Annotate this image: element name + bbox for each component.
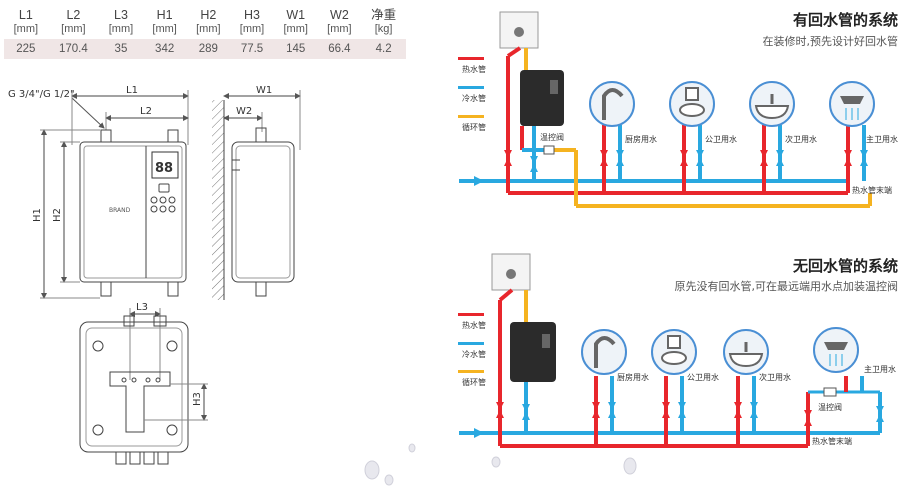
heater-unit-2 (510, 322, 556, 382)
spec-value: 145 (273, 39, 318, 59)
spec-header: L1 (18, 8, 33, 22)
system-without-return-pipe: 无回水管的系统 原先没有回水管,可在最远端用水点加装温控阀 热水管 冷水管 循环… (458, 253, 899, 448)
spec-unit: [mm] (61, 23, 86, 35)
kitchen-label-2: 厨房用水 (617, 372, 649, 382)
legend-hot-label: 热水管 (462, 64, 486, 74)
legend-hot-label-2: 热水管 (462, 320, 486, 330)
kitchen-faucet-icon (589, 81, 635, 127)
spec-unit: [mm] (327, 23, 352, 35)
spec-header: 净重 (371, 8, 397, 22)
sub-bath-label-1: 次卫用水 (785, 134, 817, 144)
wc-label-1: 公卫用水 (705, 134, 737, 144)
dim-l3: L3 (136, 302, 148, 313)
dim-l1: L1 (126, 85, 138, 96)
spec-header: H2 (200, 8, 217, 22)
spec-unit: [mm] (152, 23, 177, 35)
legend-circ-label: 循环管 (462, 122, 486, 132)
spec-unit-row: [mm] [mm] [mm] [mm] [mm] [mm] [mm] [mm] … (4, 22, 406, 39)
system-with-return-pipe: 有回水管的系统 在装修时,预先设计好回水管 热水管 冷水管 循环管 温控阀 (458, 11, 899, 208)
system2-title: 无回水管的系统 (792, 257, 898, 275)
main-bath-label-1: 主卫用水 (866, 134, 898, 144)
spec-value: 77.5 (230, 39, 274, 59)
dim-l2: L2 (140, 106, 152, 117)
spec-header-row: L1 L2 L3 H1 H2 H3 W1 W2 净重 (4, 8, 406, 22)
spec-value: 225 (4, 39, 48, 59)
main-bath-label-2: 主卫用水 (864, 364, 896, 374)
brand-logo-text: BRAND (109, 207, 131, 214)
legend-circ-label-2: 循环管 (462, 377, 486, 387)
side-view-drawing: W1 W2 (212, 85, 301, 300)
spec-table: L1 L2 L3 H1 H2 H3 W1 W2 净重 [mm] [mm] [mm… (4, 8, 406, 59)
pipe-end-label-2: 热水管末端 (812, 436, 852, 446)
system1-subtitle: 在装修时,预先设计好回水管 (763, 34, 899, 48)
spec-unit: [kg] (374, 23, 393, 35)
spec-value: 35 (99, 39, 143, 59)
spec-header: H1 (156, 8, 173, 22)
wc-label-2: 公卫用水 (687, 372, 719, 382)
spec-header: L3 (114, 8, 128, 22)
spec-value: 342 (142, 39, 187, 59)
pipe-end-label-1: 热水管末端 (852, 185, 892, 195)
legend-cold-label: 冷水管 (462, 93, 486, 103)
spec-unit: [mm] (239, 23, 265, 35)
spec-header: H3 (244, 8, 260, 22)
spec-header: W2 (330, 8, 349, 22)
spec-value: 66.4 (317, 39, 362, 59)
spec-unit: [mm] (13, 23, 39, 35)
system2-subtitle: 原先没有回水管,可在最远端用水点加装温控阀 (675, 279, 899, 293)
spec-unit: [mm] (108, 23, 134, 35)
dim-w1: W1 (256, 85, 272, 96)
kitchen-faucet-icon-2 (581, 329, 627, 375)
display-digits: 88 (155, 161, 173, 176)
spec-header: L2 (66, 8, 81, 22)
water-drop-decoration (364, 443, 637, 486)
legend-cold-label-2: 冷水管 (462, 349, 486, 359)
dim-h2: H2 (52, 208, 63, 222)
valve-label-2: 温控阀 (818, 402, 842, 412)
kitchen-label-1: 厨房用水 (625, 134, 657, 144)
system1-title: 有回水管的系统 (793, 11, 898, 29)
front-view-drawing: G 3/4"/G 1/2" L1 L2 88 BRAND H1 (8, 85, 189, 299)
spec-unit: [mm] (283, 23, 308, 35)
back-view-drawing: L3 H3 (79, 302, 208, 465)
pipe-size-label: G 3/4"/G 1/2" (8, 89, 75, 100)
dim-h3: H3 (192, 392, 203, 406)
dim-w2: W2 (236, 106, 252, 117)
dim-h1: H1 (32, 208, 43, 222)
sub-bath-label-2: 次卫用水 (759, 372, 791, 382)
spec-value: 289 (186, 39, 231, 59)
heater-unit-1 (520, 70, 564, 126)
spec-value-row: 225 170.4 35 342 289 77.5 145 66.4 4.2 (4, 39, 406, 59)
spec-unit: [mm] (196, 23, 221, 35)
spec-header: W1 (286, 8, 306, 22)
spec-value: 4.2 (361, 39, 406, 59)
spec-value: 170.4 (47, 39, 100, 59)
valve-label-1: 温控阀 (540, 132, 564, 142)
